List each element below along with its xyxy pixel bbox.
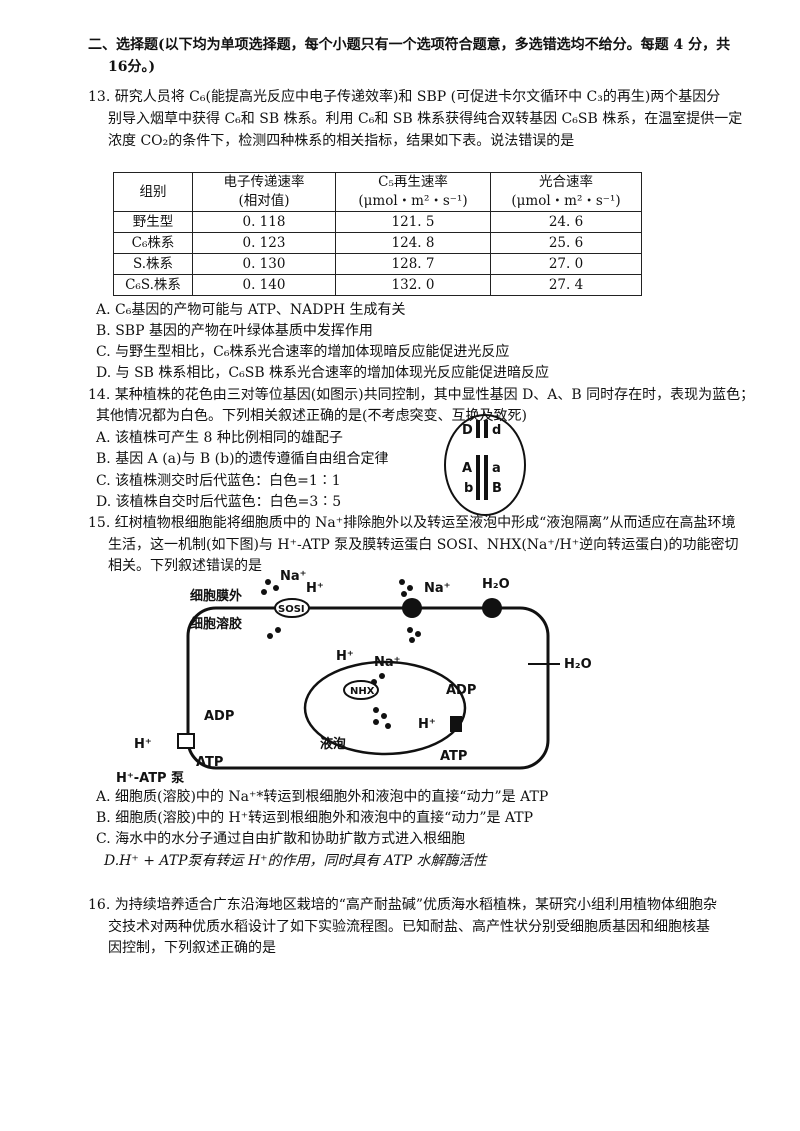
section-title-cont: 16分。)	[108, 59, 156, 75]
q16-stem: 交技术对两种优质水稻设计了如下实验流程图。已知耐盐、高产性状分别受细胞质基因和细…	[108, 919, 710, 935]
section-title: 二、选择题(以下均为单项选择题，每个小题只有一个选项符合题意，多选错选均不给分。…	[88, 37, 731, 53]
q13-option-a: A. C₆基因的产物可能与 ATP、NADPH 生成有关	[96, 302, 406, 318]
svg-text:ATP: ATP	[196, 755, 223, 770]
root-cell-diagram: 细胞膜外 细胞溶胶 SOSI Na⁺H⁺ Na⁺ H₂O H₂O NHX H⁺N…	[116, 570, 592, 785]
header-cell: 电子传递速率(相对值)	[192, 172, 336, 212]
q15-option-c: C. 海水中的水分子通过自由扩散和协助扩散方式进入根细胞	[96, 831, 466, 847]
svg-text:ADP: ADP	[204, 709, 234, 724]
q16-stem: 16. 为持续培养适合广东沿海地区栽培的“高产耐盐碱”优质海水稻植株，某研究小组…	[88, 897, 718, 913]
q16-stem: 因控制，下列叙述正确的是	[108, 940, 276, 956]
svg-text:d: d	[492, 423, 501, 438]
svg-text:H₂O: H₂O	[564, 657, 592, 672]
svg-text:H⁺: H⁺	[306, 581, 324, 596]
q15-option-d: D.H⁺ + ATP泵有转运 H⁺的作用，同时具有 ATP 水解酶活性	[104, 853, 487, 869]
q15-option-b: B. 细胞质(溶胶)中的 H⁺转运到根细胞外和液泡中的直接“动力”是 ATP	[96, 810, 534, 826]
header-cell: C₅再生速率(μmol・m²・s⁻¹)	[335, 172, 491, 212]
q15-option-a: A. 细胞质(溶胶)中的 Na⁺*转运到根细胞外和液泡中的直接“动力”是 ATP	[96, 789, 549, 805]
svg-text:Na⁺: Na⁺	[280, 570, 307, 584]
q14-stem: 14. 某种植株的花色由三对等位基因(如图示)共同控制，其中显性基因 D、A、B…	[88, 387, 755, 403]
svg-text:D: D	[462, 423, 473, 438]
svg-text:H⁺-ATP 泵: H⁺-ATP 泵	[116, 771, 184, 785]
svg-text:液泡: 液泡	[320, 736, 346, 752]
q13-option-b: B. SBP 基因的产物在叶绿体基质中发挥作用	[96, 323, 373, 339]
q15-stem: 相关。下列叙述错误的是	[108, 558, 262, 574]
svg-text:Na⁺: Na⁺	[374, 655, 401, 670]
svg-text:H₂O: H₂O	[482, 577, 510, 592]
q14-option-a: A. 该植株可产生 8 种比例相同的雄配子	[96, 430, 343, 446]
svg-text:Na⁺: Na⁺	[424, 581, 451, 596]
svg-text:H⁺: H⁺	[418, 717, 436, 732]
q13-stem: 别导入烟草中获得 C₆和 SB 株系。利用 C₆和 SB 株系获得纯合双转基因 …	[108, 111, 743, 127]
svg-text:ADP: ADP	[446, 683, 476, 698]
svg-text:SOSI: SOSI	[278, 604, 305, 615]
q13-table: 组别 电子传递速率(相对值) C₅再生速率(μmol・m²・s⁻¹) 光合速率(…	[113, 172, 642, 296]
svg-text:H⁺: H⁺	[134, 737, 152, 752]
table-header: 组别 电子传递速率(相对值) C₅再生速率(μmol・m²・s⁻¹) 光合速率(…	[113, 172, 642, 212]
q13-stem: 13. 研究人员将 C₆(能提高光反应中电子传递效率)和 SBP (可促进卡尔文…	[88, 89, 721, 105]
svg-text:b: b	[464, 481, 473, 496]
svg-text:A: A	[462, 461, 472, 476]
q15-stem: 生活，这一机制(如下图)与 H⁺-ATP 泵及膜转运蛋白 SOSI、NHX(Na…	[108, 537, 739, 553]
q14-option-d: D. 该植株自交时后代蓝色：白色=3∶5	[96, 494, 342, 510]
svg-text:细胞膜外: 细胞膜外	[190, 588, 242, 604]
q14-option-b: B. 基因 A (a)与 B (b)的遗传遵循自由组合定律	[96, 451, 389, 467]
svg-text:ATP: ATP	[440, 749, 467, 764]
header-cell: 光合速率(μmol・m²・s⁻¹)	[490, 172, 642, 212]
svg-text:细胞溶胶: 细胞溶胶	[190, 616, 242, 632]
q14-option-c: C. 该植株测交时后代蓝色：白色=1∶1	[96, 473, 341, 489]
q14-stem: 其他情况都为白色。下列相关叙述正确的是(不考虑突变、互换及致死)	[96, 408, 527, 424]
q15-stem: 15. 红树植物根细胞能将细胞质中的 Na⁺排除胞外以及转运至液泡中形成“液泡隔…	[88, 515, 736, 531]
svg-text:B: B	[492, 481, 502, 496]
svg-text:a: a	[492, 461, 501, 476]
q13-stem: 浓度 CO₂的条件下，检测四种株系的相关指标，结果如下表。说法错误的是	[108, 133, 575, 149]
svg-text:H⁺: H⁺	[336, 649, 354, 664]
q13-option-c: C. 与野生型相比，C₆株系光合速率的增加体现暗反应能促进光反应	[96, 344, 510, 360]
header-cell: 组别	[113, 172, 193, 212]
svg-text:NHX: NHX	[350, 686, 375, 697]
q13-option-d: D. 与 SB 株系相比，C₆SB 株系光合速率的增加体现光反应能促进暗反应	[96, 365, 550, 381]
